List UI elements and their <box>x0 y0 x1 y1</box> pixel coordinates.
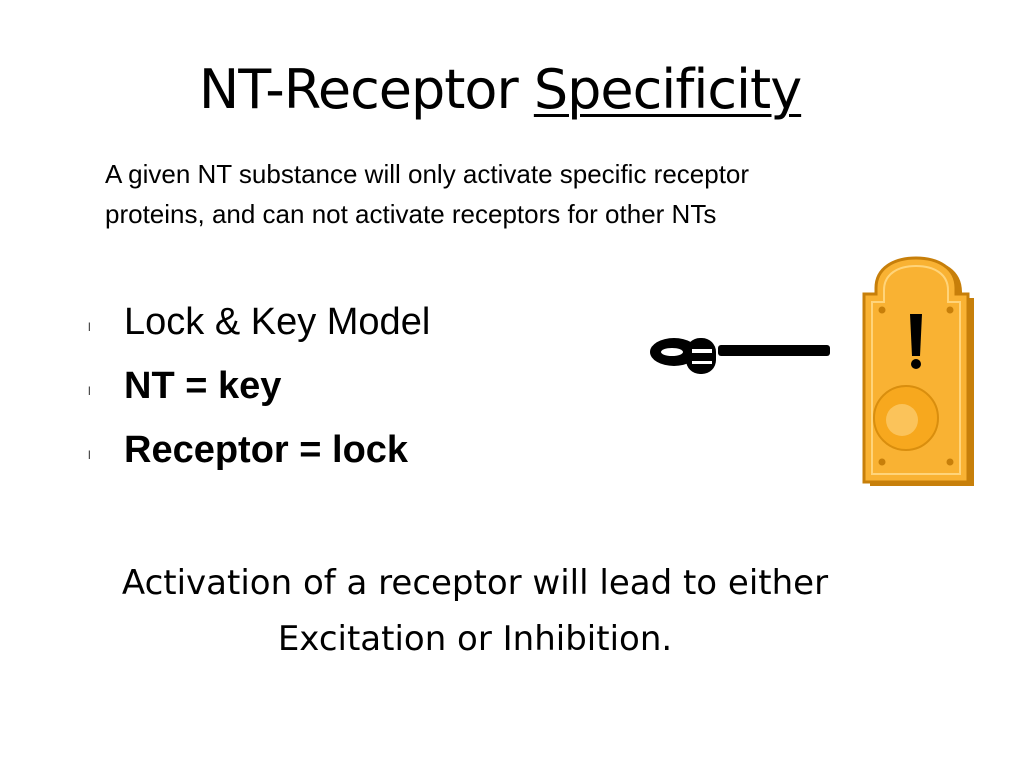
bullet-marker: l <box>88 448 91 462</box>
bullet-item: l Lock & Key Model <box>84 290 430 354</box>
title-main: NT-Receptor <box>198 58 534 121</box>
bullet-marker: l <box>88 384 91 398</box>
bullet-text-receptor-lock: Receptor = lock <box>124 428 409 471</box>
bullet-text-lock-key-model: Lock & Key Model <box>124 300 431 343</box>
lock-icon <box>862 256 974 486</box>
bullet-item: l NT = key <box>84 354 430 418</box>
bullet-text-nt-key: NT = key <box>124 364 282 407</box>
conclusion-line-2: Excitation or Inhibition. <box>277 619 673 659</box>
bullet-list: l Lock & Key Model l NT = key l Receptor… <box>84 290 430 482</box>
conclusion-text: Activation of a receptor will lead to ei… <box>60 555 890 667</box>
subtitle-line-2: proteins, and can not activate receptors… <box>105 199 717 229</box>
title-emphasis: Specificity <box>533 58 802 121</box>
bullet-item: l Receptor = lock <box>84 418 430 482</box>
key-icon <box>650 338 830 374</box>
slide-title: NT-Receptor Specificity <box>0 50 1000 130</box>
bullet-marker: l <box>88 320 91 334</box>
subtitle: A given NT substance will only activate … <box>105 154 985 234</box>
conclusion-line-1: Activation of a receptor will lead to ei… <box>121 563 829 603</box>
subtitle-line-1: A given NT substance will only activate … <box>105 159 750 189</box>
